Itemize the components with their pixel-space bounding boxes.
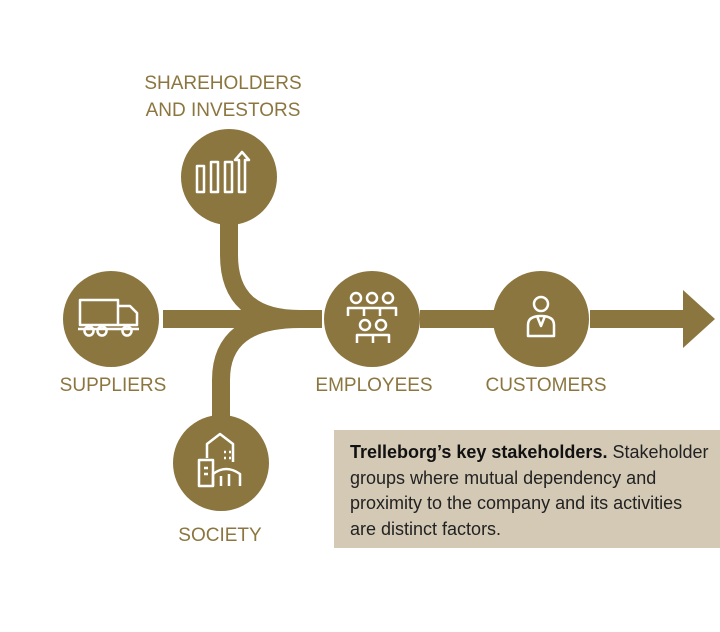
truck-icon bbox=[78, 298, 139, 337]
shareholders-circle bbox=[181, 129, 277, 225]
shareholder-connector bbox=[220, 220, 301, 328]
shareholders-label: SHAREHOLDERS AND INVESTORS bbox=[144, 70, 301, 124]
arrow-head-icon bbox=[683, 290, 715, 348]
society-connector bbox=[212, 310, 301, 420]
caption-box: Trelleborg’s key stakeholders. Stakehold… bbox=[334, 430, 720, 548]
employees-circle bbox=[324, 271, 420, 367]
people-group-icon bbox=[346, 291, 398, 343]
employees-label: EMPLOYEES bbox=[315, 375, 433, 396]
customers-circle bbox=[493, 271, 589, 367]
suppliers-circle bbox=[63, 271, 159, 367]
city-buildings-icon bbox=[197, 432, 242, 488]
caption-title: Trelleborg’s key stakeholders. bbox=[350, 442, 608, 462]
person-icon bbox=[526, 295, 556, 338]
bar-chart-growth-icon bbox=[195, 150, 251, 194]
society-circle bbox=[173, 415, 269, 511]
suppliers-label: SUPPLIERS bbox=[59, 375, 167, 396]
caption-body: Stakeholder groups where mutual dependen… bbox=[350, 442, 709, 539]
shareholders-label-line2: AND INVESTORS bbox=[145, 100, 301, 121]
society-label: SOCIETY bbox=[178, 525, 262, 546]
shareholders-label-line1: SHAREHOLDERS bbox=[144, 73, 302, 94]
customers-label: CUSTOMERS bbox=[485, 375, 607, 396]
